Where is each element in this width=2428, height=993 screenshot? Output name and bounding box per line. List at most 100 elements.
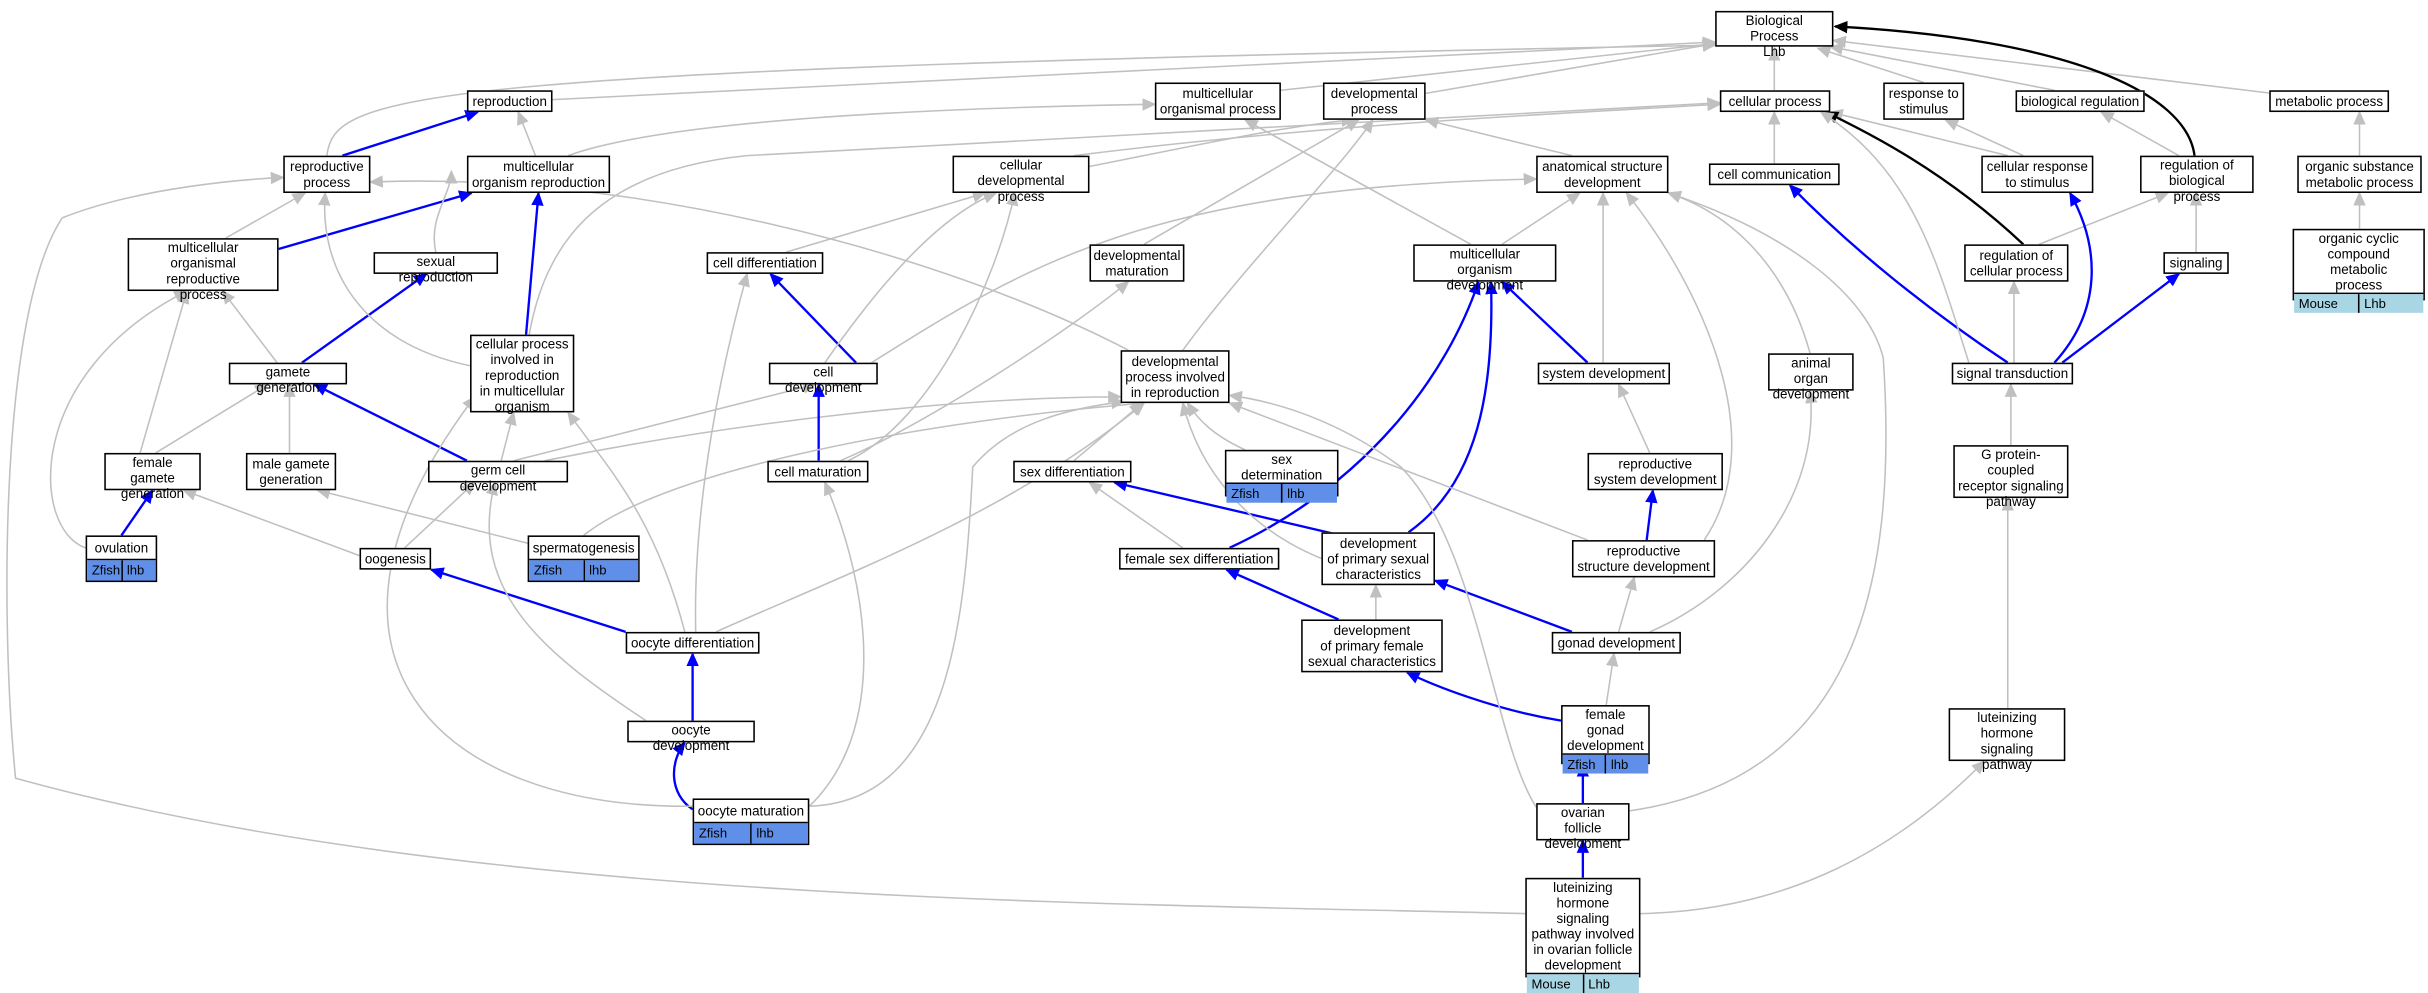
edge-repstructdev-to-dpir	[1228, 401, 1588, 541]
node-mcorgrep[interactable]: multicellular organism reproduction	[466, 155, 611, 193]
node-label: animal organ development	[1772, 354, 1850, 402]
node-cellmat[interactable]: cell maturation	[767, 460, 869, 483]
node-devprimsex[interactable]: development of primary sexual characteri…	[1321, 532, 1436, 586]
node-label: multicellular organism development	[1446, 245, 1524, 293]
node-label: female gamete generation	[120, 454, 185, 502]
node-orgsub[interactable]: organic substance metabolic process	[2297, 155, 2422, 193]
edge-gamgen-to-mcorgrepproc	[221, 289, 278, 364]
edge-bioreg-to-bp	[1828, 42, 2055, 92]
node-reproproc[interactable]: reproductive process	[283, 155, 371, 193]
node-oocytedev[interactable]: oocyte development	[627, 720, 755, 753]
node-repsysdev[interactable]: reproductive system development	[1587, 452, 1723, 491]
node-mcorgrepproc[interactable]: multicellular organismal reproductive pr…	[127, 238, 279, 302]
node-mcop[interactable]: multicellular organismal process	[1154, 82, 1281, 120]
edge-ovulation-to-femgam	[120, 488, 154, 537]
node-label: oocyte differentiation	[630, 635, 755, 651]
node-devmat[interactable]: developmental maturation	[1089, 244, 1185, 282]
edge-sexrep-to-reproproc	[433, 169, 458, 253]
node-orgcyc[interactable]: organic cyclic compound metabolic proces…	[2292, 228, 2425, 313]
edge-celldevproc-to-devproc	[1089, 114, 1356, 168]
edge-femsexdiff-to-mcorgdev	[1229, 280, 1481, 549]
node-sysdev[interactable]: system development	[1537, 362, 1671, 385]
species-annotation: Zfish	[694, 823, 752, 844]
node-regbio[interactable]: regulation of biological process	[2140, 155, 2254, 204]
edge-animorg-to-anatdev	[1666, 191, 1811, 354]
node-label: signaling	[2169, 255, 2223, 271]
node-celldiff[interactable]: cell differentiation	[706, 252, 824, 274]
node-celldevproc[interactable]: cellular developmental process	[952, 155, 1090, 204]
node-oogenesis[interactable]: oogenesis	[359, 547, 432, 570]
node-regcell[interactable]: regulation of cellular process	[1964, 244, 2069, 282]
node-ovfoll[interactable]: ovarian follicle development	[1536, 803, 1630, 851]
node-cellresp[interactable]: cellular response to stimulus	[1981, 155, 2094, 193]
node-gonaddev[interactable]: gonad development	[1551, 631, 1681, 654]
node-mcorgdev[interactable]: multicellular organism development	[1413, 244, 1557, 293]
edge-anatdev-to-devproc	[1424, 116, 1573, 157]
node-signaling[interactable]: signaling	[2163, 252, 2229, 274]
node-repstructdev[interactable]: reproductive structure development	[1571, 540, 1716, 578]
edge-femgonad-to-gonaddev	[1605, 652, 1619, 706]
node-anatdev[interactable]: anatomical structure development	[1536, 155, 1669, 193]
node-sigtrans[interactable]: signal transduction	[1951, 362, 2074, 385]
edge-devprimsex-to-sexdiff	[1112, 479, 1355, 540]
node-label: gamete generation	[256, 364, 320, 396]
node-sexrep[interactable]: sexual reproduction	[373, 252, 499, 285]
node-bioreg[interactable]: biological regulation	[2015, 90, 2145, 113]
node-label: ovulation	[94, 540, 149, 556]
edge-femgam-to-mcorgrepproc	[139, 289, 190, 454]
node-reproduction[interactable]: reproduction	[466, 90, 553, 113]
node-respstim[interactable]: response to stimulus	[1883, 82, 1965, 120]
node-label: oogenesis	[364, 550, 426, 567]
node-germcell[interactable]: germ cell development	[428, 460, 569, 493]
node-label: signal transduction	[1956, 365, 2069, 382]
node-celldev[interactable]: cell development	[768, 362, 878, 395]
node-devproc[interactable]: developmental process	[1322, 82, 1426, 120]
node-label: oocyte maturation	[697, 803, 805, 819]
edge-gonaddev-to-devprimsex	[1433, 579, 1573, 633]
edge-mcorgrep-to-mcop	[567, 98, 1157, 157]
edge-sigtrans-to-signaling	[2061, 272, 2181, 364]
node-metab[interactable]: metabolic process	[2269, 90, 2390, 113]
edge-sysdev-to-mcorgdev	[1500, 280, 1589, 364]
edge-cellresp-to-respstim	[1944, 119, 2024, 157]
edge-celldev-to-celldiff	[769, 272, 857, 364]
gene-annotation: Lhb	[2359, 294, 2424, 313]
edge-devproc-to-bp	[1425, 39, 1717, 95]
node-femgam[interactable]: female gamete generation	[104, 452, 201, 501]
edge-regbio-to-bioreg	[2099, 111, 2180, 157]
edge-mcorgdev-to-mcop	[1243, 119, 1472, 246]
gene-annotation: lhb	[1606, 754, 1649, 774]
node-malegam[interactable]: male gamete generation	[245, 452, 337, 491]
node-label: system development	[1542, 365, 1666, 382]
species-annotation: Zfish	[1226, 484, 1283, 503]
node-animorg[interactable]: animal organ development	[1768, 353, 1854, 402]
node-lhsig[interactable]: luteinizing hormone signaling pathway	[1948, 708, 2066, 772]
node-dpir[interactable]: developmental process involved in reprod…	[1120, 350, 1230, 404]
node-gpcr[interactable]: G protein-coupled receptor signaling pat…	[1953, 445, 2069, 509]
node-lhovfoll[interactable]: luteinizing hormone signaling pathway in…	[1525, 877, 1641, 993]
node-label: female gonad development	[1567, 706, 1644, 754]
node-femsexdiff[interactable]: female sex differentiation	[1119, 547, 1280, 570]
node-oocytediff[interactable]: oocyte differentiation	[625, 631, 760, 654]
node-sexdiff[interactable]: sex differentiation	[1013, 460, 1132, 483]
edge-gonaddev-to-repstructdev	[1617, 575, 1637, 633]
node-devprimfem[interactable]: development of primary female sexual cha…	[1301, 619, 1443, 673]
node-cellcomm[interactable]: cell communication	[1708, 163, 1840, 186]
node-gamgen[interactable]: gamete generation	[228, 362, 348, 395]
node-cellproc[interactable]: cellular process	[1719, 90, 1831, 113]
node-cpimr[interactable]: cellular process involved in reproductio…	[470, 334, 575, 414]
node-label: female sex differentiation	[1124, 550, 1274, 567]
edge-cpimr-to-mcorgrep	[524, 191, 544, 335]
node-bp[interactable]: Biological Process Lhb	[1715, 10, 1834, 59]
edge-reproduction-to-bp	[552, 36, 1717, 101]
node-label: multicellular organismal reproductive pr…	[166, 239, 240, 302]
edge-oocytediff-to-celldiff	[694, 272, 750, 632]
gene-annotation: lhb	[584, 560, 639, 581]
